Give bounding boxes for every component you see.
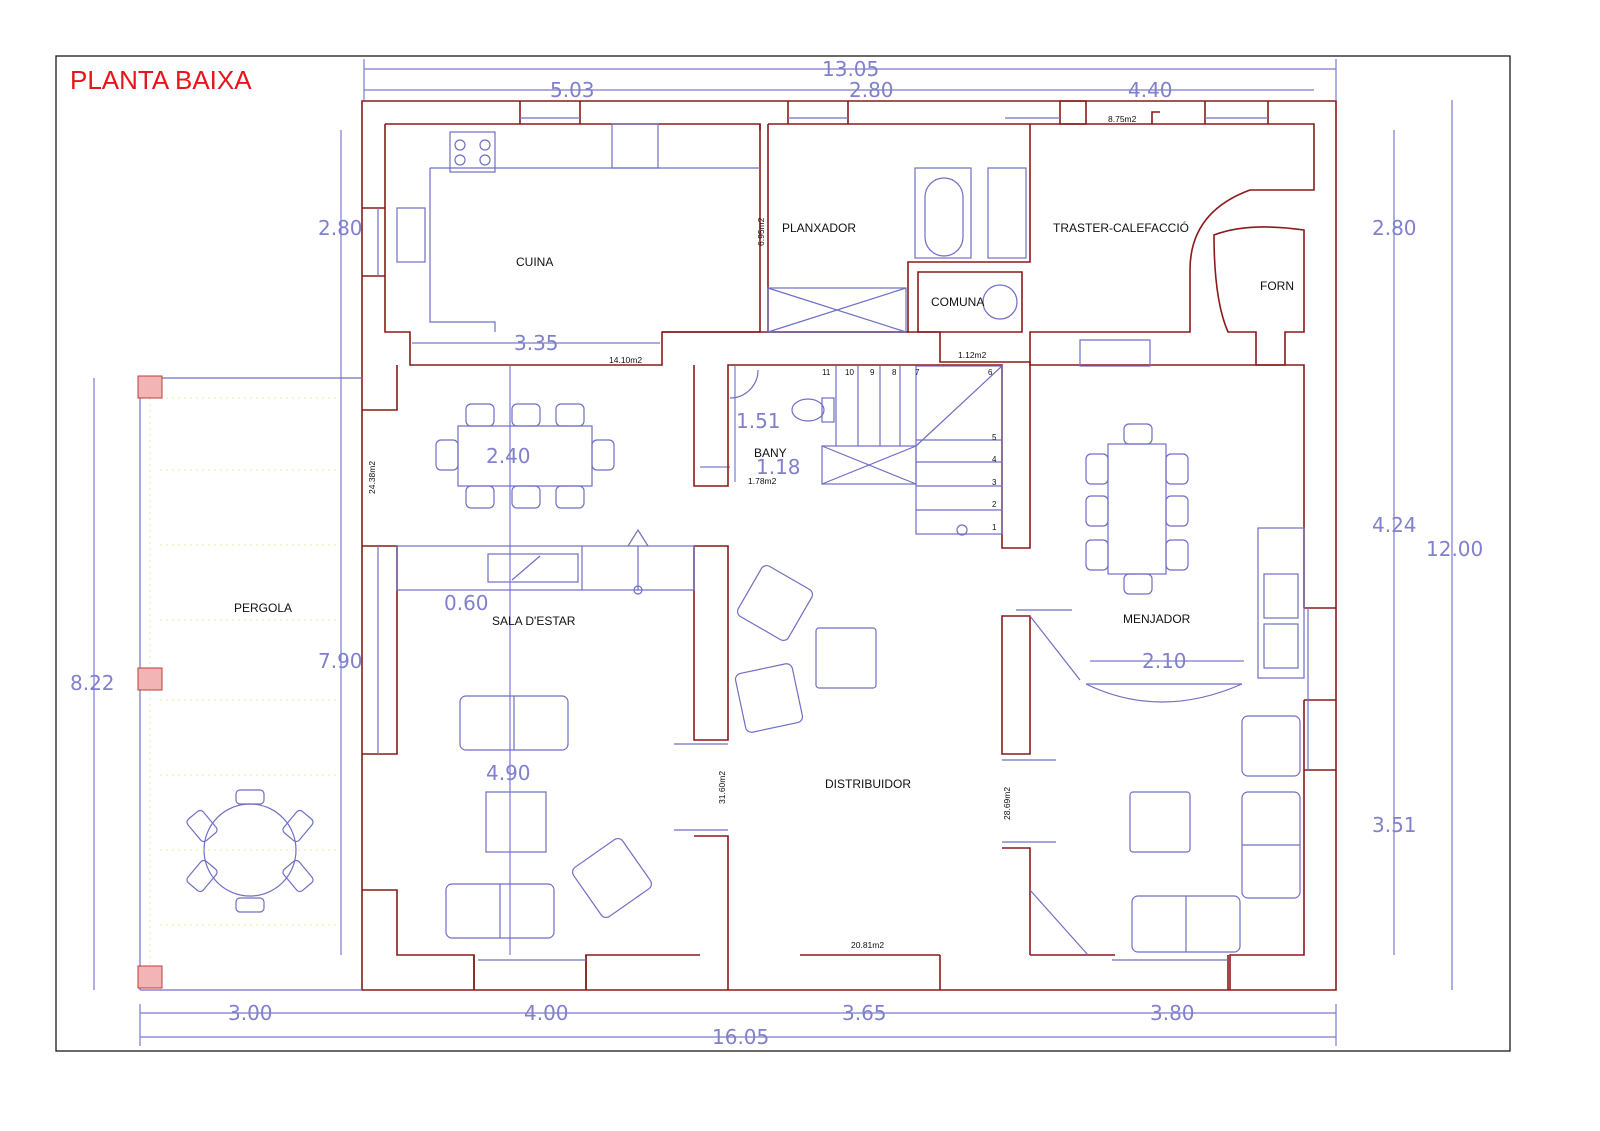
pergola-pillar-top xyxy=(137,375,163,399)
stair-step-numbers: 11 10 9 8 7 6 5 4 3 2 1 xyxy=(822,368,997,532)
dim-menjador-width: 2.10 xyxy=(1142,649,1187,673)
pergola-pillar-bottom xyxy=(137,965,163,989)
room-label-cuina: CUINA xyxy=(516,255,553,269)
dim-top-2: 2.80 xyxy=(849,78,894,102)
stair-step-2: 2 xyxy=(992,500,997,509)
room-label-bany: BANY xyxy=(754,446,787,460)
dim-bath-depth: 1.18 xyxy=(756,455,801,479)
dim-bath-width: 1.51 xyxy=(736,409,781,433)
area-sala: 24.38m2 xyxy=(367,461,377,494)
room-label-distribuidor: DISTRIBUIDOR xyxy=(825,777,911,791)
dim-living-height: 4.90 xyxy=(486,761,531,785)
stair-step-5: 5 xyxy=(992,433,997,442)
stair-step-7: 7 xyxy=(915,368,920,377)
dim-kitchen-width: 3.35 xyxy=(514,331,559,355)
area-porxo: 20.81m2 xyxy=(851,940,884,950)
stair-step-4: 4 xyxy=(992,455,997,464)
stair-step-9: 9 xyxy=(870,368,875,377)
area-traster: 8.75m2 xyxy=(1108,114,1137,124)
dim-bottom-4: 3.80 xyxy=(1150,1001,1195,1025)
dim-bottom-3: 3.65 xyxy=(842,1001,887,1025)
dim-right-3: 3.51 xyxy=(1372,813,1417,837)
room-label-comuna: COMUNA xyxy=(931,295,984,309)
dim-right-2: 4.24 xyxy=(1372,513,1417,537)
area-menjador: 28.69m2 xyxy=(1002,787,1012,820)
stair-step-1: 1 xyxy=(992,523,997,532)
dim-bottom-total: 16.05 xyxy=(712,1025,769,1049)
dim-bottom-1: 3.00 xyxy=(228,1001,273,1025)
dimension-labels: 13.05 5.03 2.80 4.40 16.05 3.00 4.00 3.6… xyxy=(70,57,1483,1049)
dim-bottom-2: 4.00 xyxy=(524,1001,569,1025)
stair-step-3: 3 xyxy=(992,478,997,487)
room-label-menjador: MENJADOR xyxy=(1123,612,1191,626)
dim-living-depth: 0.60 xyxy=(444,591,489,615)
room-label-pergola: PERGOLA xyxy=(234,601,292,615)
dim-left-top: 2.80 xyxy=(318,216,363,240)
area-distribuidor: 31.60m2 xyxy=(717,771,727,804)
plan-title: PLANTA BAIXA xyxy=(70,65,252,95)
pergola-pillar-middle xyxy=(137,667,163,691)
room-label-traster: TRASTER-CALEFACCIÓ xyxy=(1053,220,1189,235)
room-label-forn: FORN xyxy=(1260,279,1294,293)
furniture xyxy=(186,123,1305,956)
room-labels: CUINA PLANXADOR TRASTER-CALEFACCIÓ FORN … xyxy=(234,220,1294,791)
dimension-lines xyxy=(93,59,1453,1046)
dim-right-1: 2.80 xyxy=(1372,216,1417,240)
area-planxador: 6.95m2 xyxy=(756,217,766,246)
stair-step-11: 11 xyxy=(822,368,831,377)
stair-step-8: 8 xyxy=(892,368,897,377)
room-label-sala: SALA D'ESTAR xyxy=(492,614,576,628)
dim-top-3: 4.40 xyxy=(1128,78,1173,102)
room-label-planxador: PLANXADOR xyxy=(782,221,856,235)
stair-step-10: 10 xyxy=(845,368,854,377)
dim-right-total: 12.00 xyxy=(1426,537,1483,561)
dim-left-pergola: 8.22 xyxy=(70,671,115,695)
walls xyxy=(361,100,1337,991)
dim-top-total: 13.05 xyxy=(822,57,879,81)
stair-step-6: 6 xyxy=(988,368,993,377)
area-comuna: 1.12m2 xyxy=(958,350,987,360)
area-bany: 1.78m2 xyxy=(748,476,777,486)
pergola-area xyxy=(137,375,362,991)
windows xyxy=(377,117,1309,961)
dim-top-1: 5.03 xyxy=(550,78,595,102)
area-cuina: 14.10m2 xyxy=(609,355,642,365)
drawing-frame xyxy=(55,55,1511,1052)
area-labels: 8.75m2 6.95m2 14.10m2 1.12m2 1.78m2 24.3… xyxy=(367,114,1137,950)
dim-dining-width: 2.40 xyxy=(486,444,531,468)
dim-left-mid: 7.90 xyxy=(318,649,363,673)
